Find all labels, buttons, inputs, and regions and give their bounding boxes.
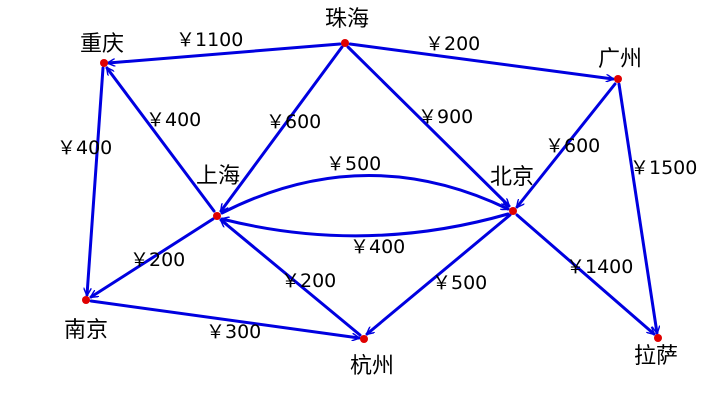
route-cost-zhuhai-beijing: ￥900 xyxy=(418,106,473,128)
edges-layer xyxy=(87,42,657,338)
city-node-guangzhou xyxy=(614,75,622,83)
route-arrow-nanjing-hangzhou xyxy=(89,299,361,338)
city-node-beijing xyxy=(509,207,517,215)
city-node-chongqing xyxy=(100,59,108,67)
route-arrow-zhuhai-guangzhou xyxy=(348,42,615,79)
route-arrow-shanghai-chongqing xyxy=(105,68,216,213)
city-label-chongqing: 重庆 xyxy=(80,32,124,57)
route-arrow-zhuhai-chongqing xyxy=(106,42,342,63)
city-label-hangzhou: 杭州 xyxy=(350,354,394,379)
route-cost-shanghai-beijing: ￥500 xyxy=(326,153,381,175)
route-cost-beijing-hangzhou: ￥500 xyxy=(432,272,487,294)
route-cost-zhuhai-shanghai: ￥600 xyxy=(266,111,321,133)
route-arrow-chongqing-nanjing xyxy=(87,66,105,297)
route-arrow-zhuhai-beijing xyxy=(346,45,509,206)
route-arrow-beijing-shanghai xyxy=(222,212,510,238)
city-node-nanjing xyxy=(82,296,90,304)
route-arrow-shanghai-beijing xyxy=(220,174,508,215)
city-label-zhuhai: 珠海 xyxy=(325,7,369,32)
city-node-hangzhou xyxy=(360,335,368,343)
route-arrow-guangzhou-beijing xyxy=(517,82,617,207)
route-cost-nanjing-hangzhou: ￥300 xyxy=(206,321,261,343)
city-label-beijing: 北京 xyxy=(490,165,534,190)
route-cost-hangzhou-shanghai: ￥200 xyxy=(281,270,336,292)
nodes-layer xyxy=(82,39,662,343)
route-arrow-guangzhou-lasa xyxy=(617,82,657,335)
route-cost-chongqing-nanjing: ￥400 xyxy=(57,137,112,159)
city-label-nanjing: 南京 xyxy=(64,318,108,343)
route-cost-beijing-shanghai: ￥400 xyxy=(350,236,405,258)
route-cost-zhuhai-chongqing: ￥1100 xyxy=(176,29,243,51)
route-cost-guangzhou-beijing: ￥600 xyxy=(545,135,600,157)
route-cost-guangzhou-lasa: ￥1500 xyxy=(630,157,697,179)
route-arrow-beijing-lasa xyxy=(515,213,654,334)
city-label-lasa: 拉萨 xyxy=(634,344,678,369)
city-node-zhuhai xyxy=(341,39,349,47)
route-arrow-shanghai-nanjing xyxy=(91,217,215,299)
route-arrow-zhuhai-shanghai xyxy=(219,45,344,211)
route-cost-shanghai-chongqing: ￥400 xyxy=(146,109,201,131)
city-label-shanghai: 上海 xyxy=(196,164,240,189)
labels-layer: ￥1100 ￥200 ￥600 ￥900 ￥400 ￥400 ￥600 ￥1500 ￥500 ￥4… xyxy=(57,7,697,379)
route-cost-beijing-lasa: ￥1400 xyxy=(566,256,633,278)
route-arrow-hangzhou-shanghai xyxy=(221,220,362,337)
city-label-guangzhou: 广州 xyxy=(598,47,642,72)
city-node-shanghai xyxy=(213,212,221,220)
city-node-lasa xyxy=(654,334,662,342)
route-cost-zhuhai-guangzhou: ￥200 xyxy=(425,33,480,55)
route-cost-shanghai-nanjing: ￥200 xyxy=(130,249,185,271)
route-arrow-beijing-hangzhou xyxy=(367,213,512,334)
